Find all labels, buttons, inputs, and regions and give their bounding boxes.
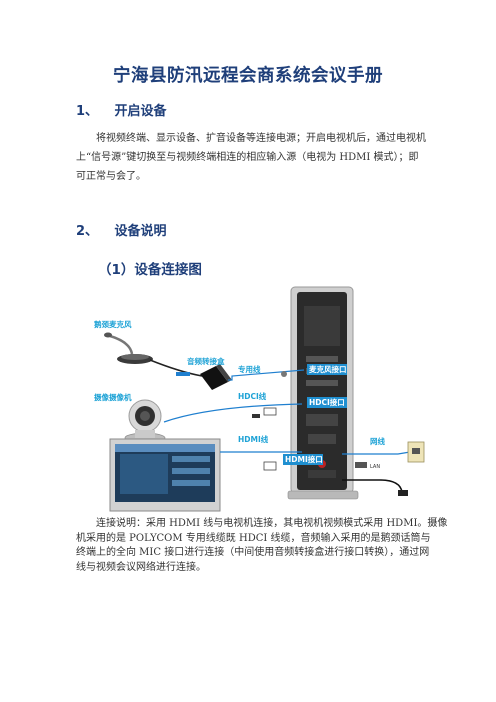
hdci-cable xyxy=(163,403,303,423)
section-2-title: 设备说明 xyxy=(114,224,167,239)
mic-cable-connector xyxy=(176,372,190,376)
paragraph-line: 将视频终端、显示设备、扩音设备等连接电源；开启电视机后，通过电视机 xyxy=(96,133,426,144)
dedicated-cable-plug xyxy=(281,371,287,377)
connection-caption: 连接说明：采用 HDMI 线与电视机连接，其电视机视频模式采用 HDMI。摄像 … xyxy=(76,517,448,575)
page-title: 宁海县防汛远程会商系统会议手册 xyxy=(113,66,383,86)
mic-port-label: 麦克风接口 xyxy=(309,364,347,374)
mic-port-callout: 麦克风接口 xyxy=(307,364,347,375)
gooseneck-microphone xyxy=(104,332,153,364)
hdmi-cable-label: HDMI线 xyxy=(238,434,269,444)
paragraph-line: 上“信号源”键切换至与视频终端相连的相应输入源（电视为 HDMI 模式）；即 xyxy=(76,152,419,163)
paragraph-line: 可正常与会了。 xyxy=(76,171,146,182)
power-cable xyxy=(342,479,403,493)
caption-line: 机采用的是 POLYCOM 专用线缆既 HDCI 线缆，音频输入采用的是鹅颈话筒… xyxy=(76,532,431,544)
section-1-paragraph: 将视频终端、显示设备、扩音设备等连接电源；开启电视机后，通过电视机 上“信号源”… xyxy=(76,129,426,186)
television xyxy=(109,438,221,512)
hdci-plug-icon xyxy=(263,407,277,416)
hdci-cable-label: HDCI线 xyxy=(238,391,267,401)
camera xyxy=(124,399,166,444)
network-cable-label: 网线 xyxy=(370,436,385,446)
dedicated-cable-label: 专用线 xyxy=(238,364,261,374)
section-1-title: 开启设备 xyxy=(114,104,167,119)
lan-label: LAN xyxy=(370,464,380,470)
microphone-label: 鹅颈麦克风 xyxy=(94,319,132,329)
hdci-port-label: HDCI接口 xyxy=(309,397,345,407)
mic-cable xyxy=(149,359,203,377)
audio-adapter-label: 音频转接盒 xyxy=(187,356,225,366)
caption-line: 终端上的全向 MIC 接口进行连接（中间使用音频转接盒进行接口转换），通过网 xyxy=(76,547,430,558)
caption-line: 线与视频会议网络进行连接。 xyxy=(76,561,206,573)
video-terminal xyxy=(287,286,359,500)
subsection-heading: （1）设备连接图 xyxy=(98,262,202,278)
section-1-heading: 1、 开启设备 xyxy=(76,100,167,119)
caption-line: 连接说明：采用 HDMI 线与电视机连接，其电视机视频模式采用 HDMI。摄像 xyxy=(96,518,448,529)
camera-label: 摄像摄像机 xyxy=(94,392,132,402)
hdci-port-callout: HDCI接口 xyxy=(307,397,347,408)
audio-adapter xyxy=(200,364,232,390)
hdmi-port-label: HDMI接口 xyxy=(285,454,323,464)
power-plug xyxy=(398,490,408,496)
section-1-number: 1、 xyxy=(76,104,99,119)
network-cable xyxy=(342,451,411,455)
hdmi-plug-icon xyxy=(263,461,277,471)
hdmi-port-callout: HDMI接口 xyxy=(283,454,323,465)
section-2-number: 2、 xyxy=(76,224,99,239)
connection-diagram: 麦克风接口 HDCI接口 HDMI接口 鹅颈麦克风 音频转接盒 专用线 xyxy=(94,286,425,512)
hdci-plug xyxy=(252,414,260,418)
lan-plug-icon xyxy=(355,462,367,468)
dedicated-cable xyxy=(228,369,305,381)
section-2-heading: 2、 设备说明 xyxy=(76,220,167,239)
